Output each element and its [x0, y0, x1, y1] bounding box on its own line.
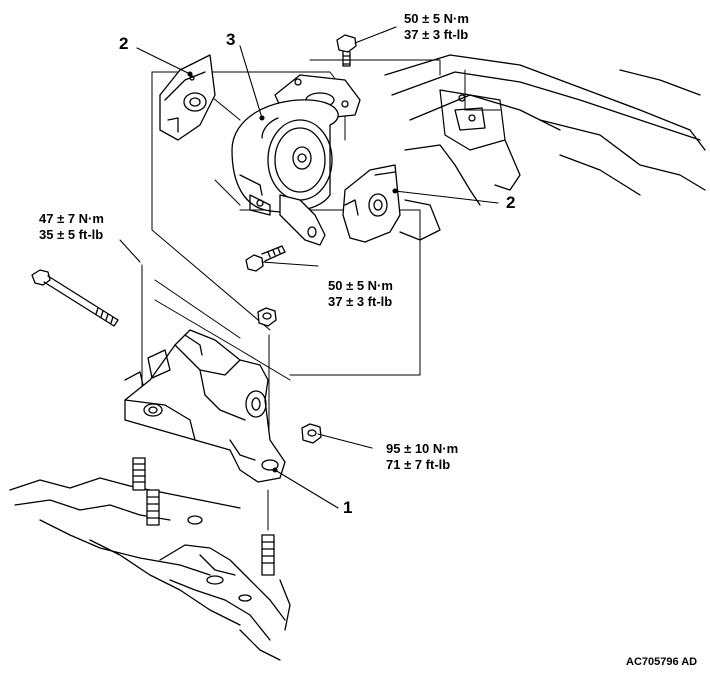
stud-left-rear — [146, 489, 160, 526]
subframe-structure-lower — [9, 477, 291, 661]
part-2-left-stopper — [159, 54, 216, 141]
callout-3: 3 — [226, 30, 236, 49]
callout-2-left: 2 — [119, 34, 129, 53]
callout-leaders — [119, 26, 499, 509]
torque-imperial: 37 ± 3 ft-lb — [328, 294, 393, 309]
top-bolt — [336, 34, 357, 67]
stud-right — [261, 534, 275, 576]
callout-1: 1 — [343, 498, 353, 517]
torque-imperial: 71 ± 7 ft-lb — [386, 457, 451, 472]
part-1-mount-bracket — [124, 329, 286, 483]
top-nut — [257, 307, 277, 327]
body-structure-upper — [384, 54, 706, 241]
torque-imperial: 37 ± 3 ft-lb — [404, 27, 469, 42]
torque-spec-mid-bolt: 50 ± 5 N·m 37 ± 3 ft-lb — [328, 278, 393, 310]
mid-bolt — [245, 245, 286, 272]
callout-2-right: 2 — [506, 193, 516, 212]
torque-spec-long-bolt: 47 ± 7 N·m 35 ± 5 ft-lb — [39, 211, 104, 243]
long-through-bolt — [31, 269, 119, 327]
torque-spec-side-nut: 95 ± 10 N·m 71 ± 7 ft-lb — [386, 441, 458, 473]
torque-imperial: 35 ± 5 ft-lb — [39, 227, 104, 242]
part-3-mount-insulator — [231, 74, 361, 246]
torque-metric: 50 ± 5 N·m — [404, 11, 469, 26]
torque-metric: 95 ± 10 N·m — [386, 441, 459, 456]
figure-code: AC705796 AD — [626, 656, 698, 668]
torque-metric: 47 ± 7 N·m — [39, 211, 104, 226]
part-2-right-stopper — [342, 164, 401, 243]
side-nut — [301, 423, 322, 444]
torque-spec-top-bolt: 50 ± 5 N·m 37 ± 3 ft-lb — [404, 11, 469, 43]
stud-left-front — [132, 457, 146, 491]
torque-metric: 50 ± 5 N·m — [328, 278, 393, 293]
